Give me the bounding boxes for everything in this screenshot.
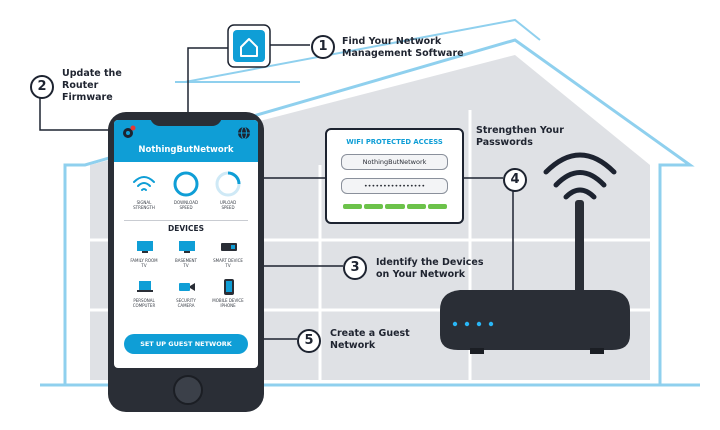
step-3-label: Identify the Devices on Your Network [376, 257, 484, 280]
strength-segment [364, 204, 384, 209]
step-5-label: Create a Guest Network [330, 328, 410, 351]
password-strength-meter [343, 204, 448, 209]
stat-download-label: DOWNLOAD SPEED [173, 200, 199, 210]
laptop-icon [137, 281, 153, 292]
camera-icon [179, 283, 195, 291]
device-security-camera: SECURITY CAMERA [176, 298, 196, 308]
step-3-badge: 3 [343, 256, 367, 280]
set-up-guest-network-button[interactable]: SET UP GUEST NETWORK [124, 334, 248, 354]
wpa-title: WIFI PROTECTED ACCESS [346, 138, 443, 146]
tv-icon [179, 241, 195, 253]
signal-icon [133, 176, 155, 191]
step-2-label: Update the Router Firmware [62, 68, 122, 103]
network-name: NothingButNetwork [138, 145, 234, 155]
devices-header: DEVICES [168, 224, 204, 233]
house-outline [63, 38, 695, 385]
device-personal-computer: PERSONAL COMPUTER [132, 298, 156, 308]
stat-upload-label: UPLOAD SPEED [219, 200, 237, 210]
devices-divider [124, 220, 248, 221]
step-4-label: Strengthen Your Passwords [476, 125, 564, 148]
step-4-badge: 4 [503, 168, 527, 192]
step-5-badge: 5 [297, 329, 321, 353]
stat-signal-label: SIGNAL STRENGTH [133, 200, 155, 210]
phone-home-button[interactable] [173, 375, 203, 405]
step-1-label: Find Your Network Management Software [342, 36, 464, 59]
phone-icon [224, 279, 234, 295]
step-1-badge: 1 [311, 35, 335, 59]
tv-icon [137, 241, 153, 253]
app-header: NothingButNetwork [114, 120, 258, 162]
device-smart-device-tv: SMART DEVICE TV [213, 258, 243, 268]
strength-segment [427, 204, 448, 209]
device-basement-tv: BASEMENT TV [175, 258, 197, 268]
gear-icon[interactable] [120, 125, 136, 141]
upload-gauge-icon [215, 171, 241, 197]
password-field[interactable]: •••••••••••••••• [341, 178, 448, 194]
strength-segment [385, 204, 405, 209]
strength-segment [343, 204, 363, 209]
wifi-icon [543, 152, 617, 200]
step-2-badge: 2 [30, 75, 54, 99]
connector-2 [39, 95, 112, 131]
smart-device-icon [221, 243, 237, 251]
phone-notch [150, 114, 222, 126]
device-family-room-tv: FAMILY ROOM TV [130, 258, 158, 268]
device-mobile-device-iphone: MOBILE DEVICE IPHONE [212, 298, 244, 308]
connector-1 [187, 47, 228, 112]
globe-icon[interactable] [236, 125, 252, 141]
phone-screen: NothingButNetwork SIGNAL STRENGTH DOWNLO… [114, 120, 258, 368]
wifi-protected-access-card: WIFI PROTECTED ACCESS NothingButNetwork … [325, 128, 464, 224]
home-icon [233, 30, 265, 62]
ssid-field[interactable]: NothingButNetwork [341, 154, 448, 170]
strength-segment [406, 204, 426, 209]
download-gauge-icon [173, 171, 199, 197]
router-icon [440, 200, 630, 354]
